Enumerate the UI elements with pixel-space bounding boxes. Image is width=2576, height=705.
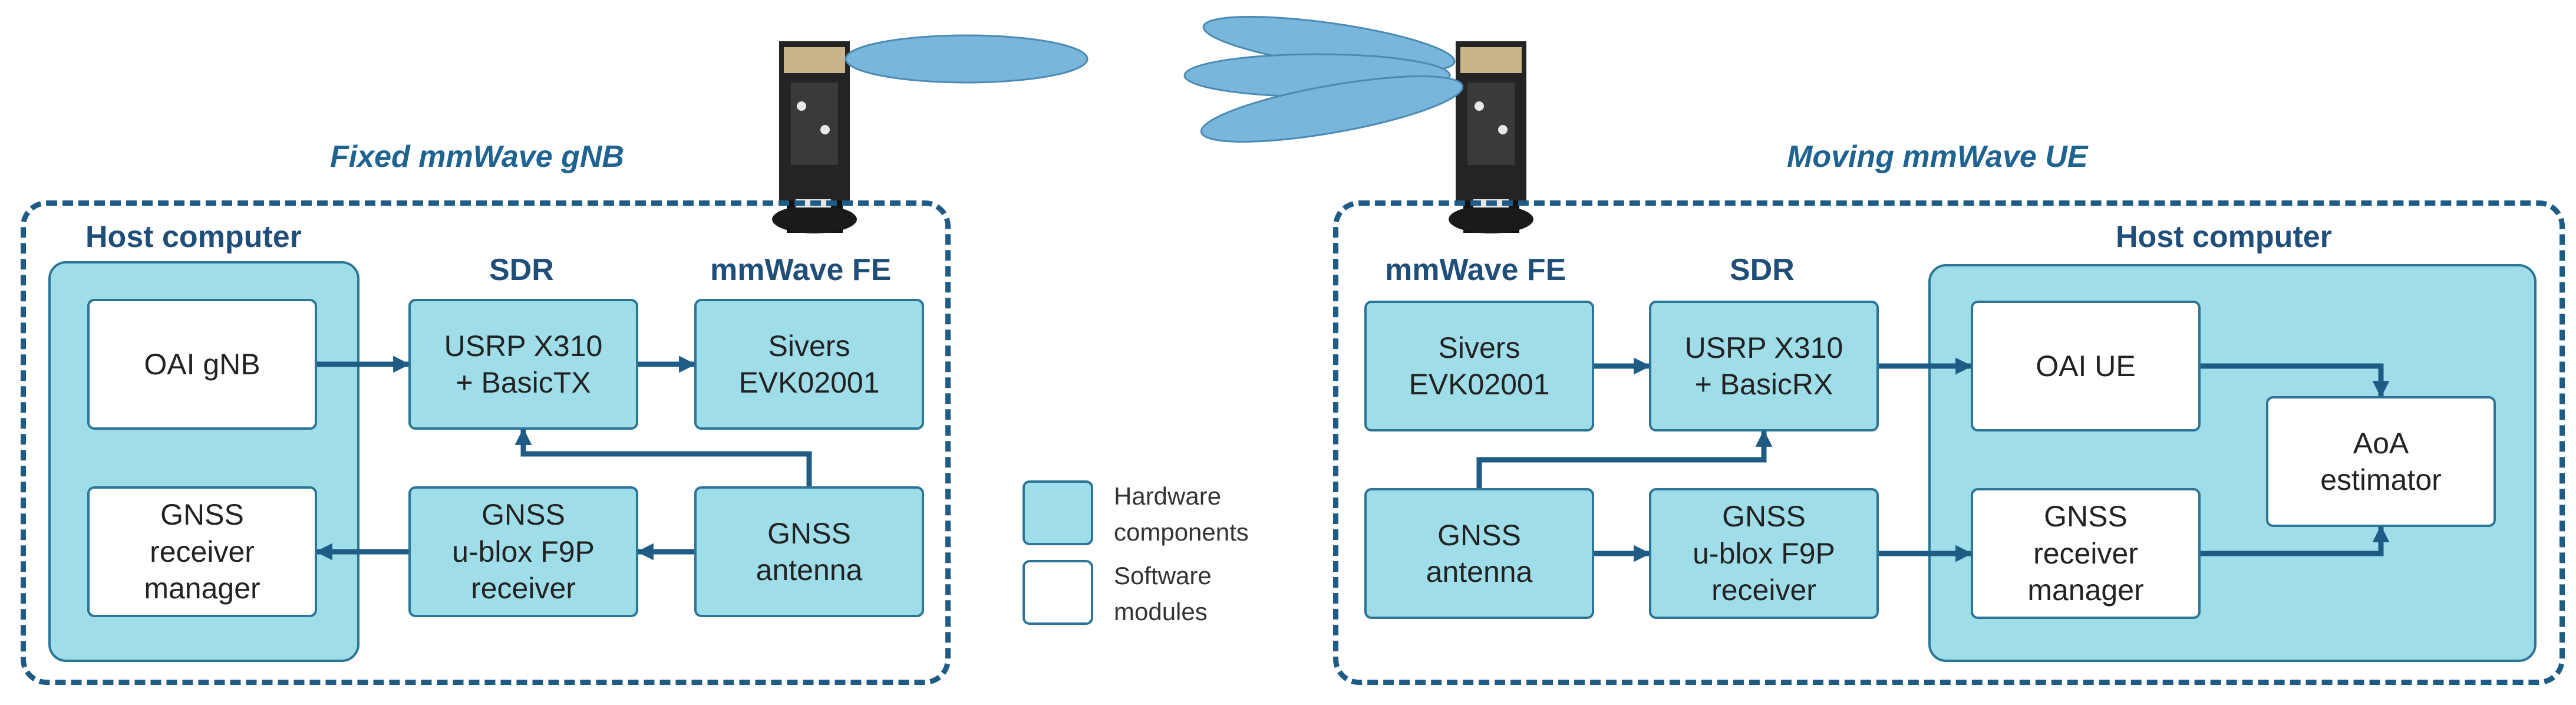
arrow-gnss-antenna-to-usrp-left bbox=[514, 428, 812, 486]
left-usrp-block: USRP X310 + BasicTX bbox=[408, 299, 638, 430]
legend-hardware-label: Hardware components bbox=[1114, 482, 1249, 546]
left-oai-gnb-block: OAI gNB bbox=[87, 299, 317, 430]
left-sdr-label: SDR bbox=[489, 253, 554, 287]
arrow-oai-ue-to-aoa bbox=[2201, 363, 2390, 398]
right-host-computer-label: Host computer bbox=[2116, 220, 2332, 254]
right-usrp-block: USRP X310 + BasicRX bbox=[1649, 301, 1879, 431]
right-gnss-manager-block: GNSS receiver manager bbox=[1971, 488, 2201, 619]
left-beam-shape bbox=[845, 34, 1089, 84]
right-system-boundary bbox=[1333, 200, 2565, 685]
left-mmwave-fe-label: mmWave FE bbox=[710, 253, 892, 287]
arrow-gnss-antenna-to-usrp-right bbox=[1476, 430, 1773, 488]
right-mmwave-fe-label: mmWave FE bbox=[1385, 253, 1566, 287]
right-system-title: Moving mmWave UE bbox=[1787, 140, 2088, 174]
right-sivers-block: Sivers EVK02001 bbox=[1364, 301, 1594, 431]
left-system-title: Fixed mmWave gNB bbox=[330, 140, 624, 174]
right-gnss-antenna-block: GNSS antenna bbox=[1364, 488, 1594, 619]
left-gnss-antenna-block: GNSS antenna bbox=[694, 486, 924, 617]
left-system-boundary bbox=[21, 200, 951, 685]
left-gnss-manager-block: GNSS receiver manager bbox=[87, 486, 317, 617]
legend-software-label: Software modules bbox=[1114, 562, 1212, 625]
right-gnss-receiver-block: GNSS u-blox F9P receiver bbox=[1649, 488, 1879, 619]
right-beam-shapes bbox=[1183, 15, 1464, 143]
legend-hardware-swatch bbox=[1023, 480, 1093, 545]
right-sdr-label: SDR bbox=[1730, 253, 1795, 287]
legend-software-swatch bbox=[1023, 560, 1093, 625]
right-aoa-estimator-block: AoA estimator bbox=[2266, 396, 2496, 527]
arrow-gnss-manager-to-aoa bbox=[2201, 525, 2390, 556]
left-antenna-module-icon bbox=[772, 41, 857, 233]
right-oai-ue-block: OAI UE bbox=[1971, 301, 2201, 431]
left-host-computer-label: Host computer bbox=[85, 220, 302, 254]
left-sivers-block: Sivers EVK02001 bbox=[694, 299, 924, 430]
